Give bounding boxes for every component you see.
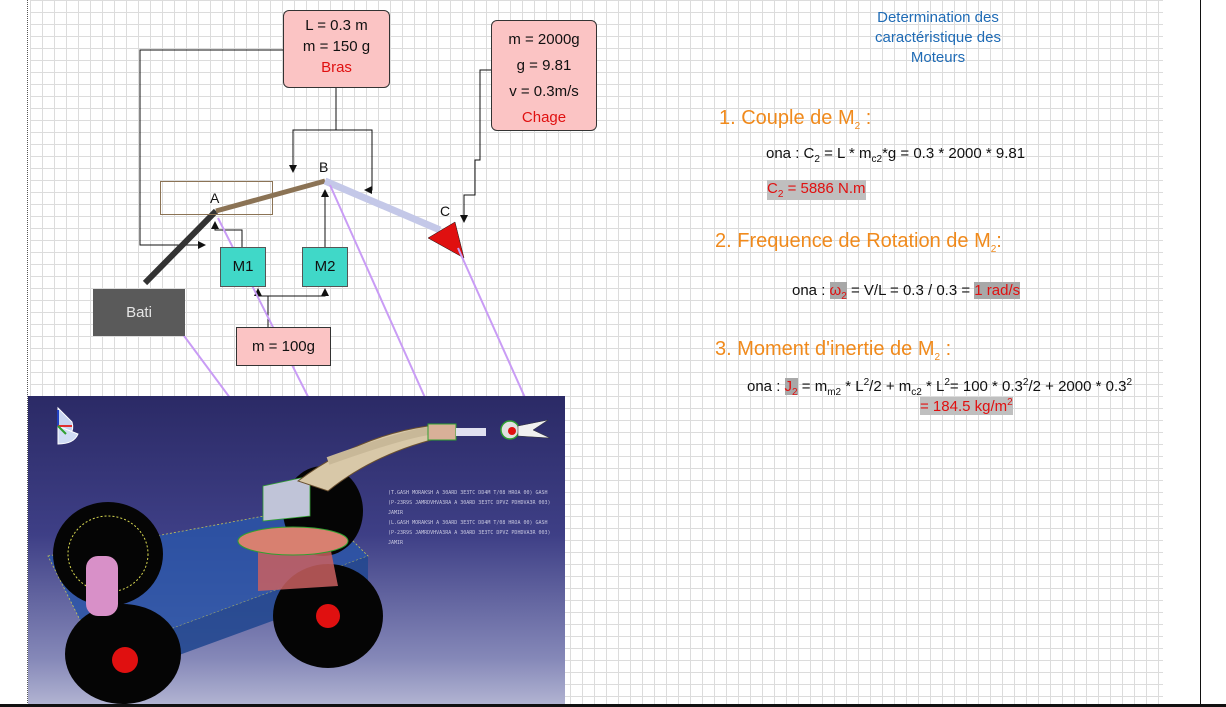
render-annotation-line: (P-23R9S JAMRDVHVA3RA A 30ARD 3E3TC DPVZ…	[388, 500, 551, 516]
mass-to-m2-connector	[268, 288, 329, 297]
bras-to-a-connector	[139, 49, 283, 249]
motor-mass-box: m = 100g	[236, 327, 331, 366]
section-2-equation: ona : ω2 = V/L = 0.3 / 0.3 = 1 rad/s	[792, 282, 1021, 302]
bras-to-b-connector	[289, 88, 337, 173]
render-annotation-line: (P-23R9S JAMRDVHVA3RA A 30ARD 3E3TC DPVZ…	[388, 530, 551, 546]
page-title: Determination des caractéristique des Mo…	[875, 9, 1001, 66]
render-annotation-line: (L.GASH MORAKSH A 30ARD 3E3TC DD4M T/08 …	[388, 520, 548, 526]
section-1-equation: ona : C2 = L * mc2*g = 0.3 * 2000 * 9.81	[766, 145, 1026, 165]
link-a-b	[215, 178, 326, 214]
section-2-heading: 2. Frequence de Rotation de M2:	[715, 230, 1002, 255]
sheet-bottom-border	[0, 704, 1226, 707]
bras-box: L = 0.3 m m = 150 g Bras	[283, 10, 390, 88]
bras-length: L = 0.3 m	[305, 17, 368, 34]
compass-icon	[57, 406, 79, 445]
section-3-equation: ona : J2 = mm2 * L2/2 + mc2 * L2= 100 * …	[747, 377, 1133, 398]
render-annotation-line: (T.GASH MORAKSH A 30ARD 3E3TC DD4M T/08 …	[388, 490, 548, 496]
bras-mass: m = 150 g	[302, 38, 371, 55]
bati-box: Bati	[93, 289, 185, 336]
arrow-b-to-render	[329, 184, 435, 420]
charge-to-c-connector	[460, 69, 491, 223]
arm-frame-outline	[160, 181, 273, 215]
point-b-label: B	[319, 159, 329, 175]
gripper-icon	[500, 419, 551, 440]
load-triangle	[427, 221, 465, 259]
bras-label: Bras	[321, 59, 352, 76]
sheet-right-border	[1200, 0, 1201, 707]
section-3-result: = 184.5 kg/m2	[920, 397, 1013, 415]
charge-label: Chage	[521, 109, 567, 126]
section-1-heading: 1. Couple de M2 :	[719, 107, 872, 132]
charge-speed: v = 0.3m/s	[509, 83, 579, 100]
point-a-label: A	[210, 190, 220, 206]
motor-m2-box: M2	[302, 247, 348, 287]
arrow-c-to-render	[457, 247, 535, 420]
section-2-result: 1 rad/s	[974, 282, 1021, 299]
bras-to-b-connector-2	[336, 129, 373, 194]
link-b-c	[323, 177, 442, 234]
sheet-left-border	[27, 0, 28, 705]
section-1-result: C2 = 5886 N.m	[767, 180, 866, 200]
charge-box: m = 2000g g = 9.81 v = 0.3m/s Chage	[491, 20, 597, 131]
mass-to-motors-connector	[254, 288, 269, 327]
m1-to-a-connector	[211, 221, 243, 247]
motor-m1-box: M1	[220, 247, 266, 287]
section-3-heading: 3. Moment d'inertie de M2 :	[715, 338, 952, 363]
robot-3d-render: (T.GASH MORAKSH A 30ARD 3E3TC DD4M T/08 …	[28, 396, 565, 705]
charge-gravity: g = 9.81	[516, 57, 572, 74]
link-bati-a	[142, 208, 219, 286]
render-annotation-text: (T.GASH MORAKSH A 30ARD 3E3TC DD4M T/08 …	[388, 488, 565, 548]
robot-3d-drawing	[47, 406, 551, 704]
charge-mass: m = 2000g	[508, 31, 580, 48]
point-c-label: C	[440, 203, 451, 219]
